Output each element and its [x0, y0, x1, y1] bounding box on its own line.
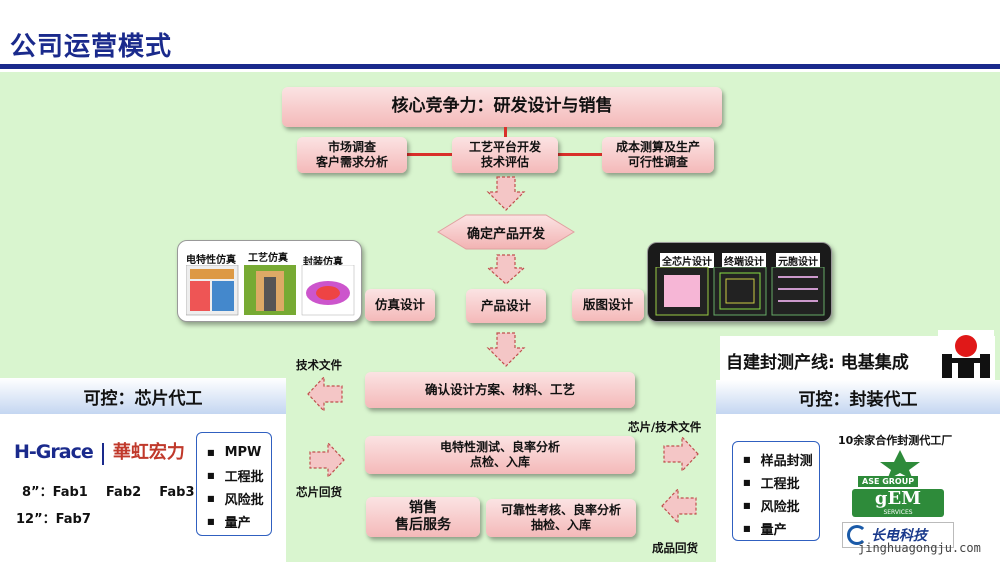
cost-box: 成本测算及生产 可行性调查 [602, 137, 714, 173]
cost-line-1: 成本测算及生产 [615, 140, 700, 154]
product-design-label: 产品设计 [480, 298, 531, 314]
hgrace-logo-en: H-Grace [14, 441, 94, 463]
left-panel-title: 可控：芯片代工 [0, 378, 286, 414]
right-stage-list: 样品封测 工程批 风险批 量产 [732, 441, 820, 541]
hgrace-logo-cn: 華虹宏力 [112, 442, 185, 463]
reliability-box: 可靠性考核、良率分析 抽检、入库 [486, 499, 636, 537]
left-stage-item: 工程批 [207, 464, 271, 487]
jcet-swirl-icon [847, 525, 867, 545]
partner-count-text: 10余家合作封测代工厂 [838, 434, 953, 447]
layout-caption-cell: 元胞设计 [776, 253, 820, 268]
test-box: 电特性测试、良率分析 点检、入库 [365, 436, 635, 474]
core-label: 核心竞争力：研发设计与销售 [391, 96, 613, 117]
gem-logo-sub: SERVICES [883, 509, 913, 516]
layout-design-label: 版图设计 [582, 297, 633, 313]
page-title: 公司运营模式 [10, 32, 173, 62]
chip-return-right-arrow [309, 441, 345, 479]
sim-caption-package: 封装仿真 [303, 257, 343, 268]
core-box: 核心竞争力：研发设计与销售 [282, 87, 722, 127]
layout-card: 全芯片设计 终端设计 元胞设计 [647, 242, 832, 322]
left-stage-list: MPW 工程批 风险批 量产 [196, 432, 272, 536]
tech-doc-left-arrow [307, 375, 343, 413]
layout-design-box: 版图设计 [572, 289, 644, 321]
market-line-1: 市场调查 [327, 140, 376, 154]
product-return-label: 成品回货 [652, 541, 698, 555]
confirm-dev-diamond [437, 214, 575, 250]
left-stage-item: MPW [207, 441, 271, 464]
sim-design-box: 仿真设计 [365, 289, 435, 321]
market-line-2: 客户需求分析 [315, 155, 388, 169]
sales-line-1: 销售 [409, 499, 437, 516]
company-logo-icon [938, 330, 994, 380]
sim-caption-process: 工艺仿真 [248, 253, 288, 264]
hgrace-logo: H-Grace 華虹宏力 [14, 438, 189, 468]
reliability-line-1: 可靠性考核、良率分析 [500, 503, 621, 517]
right-stage-item: 工程批 [743, 471, 819, 494]
sim-design-label: 仿真设计 [374, 297, 425, 313]
sim-caption-electrical: 电特性仿真 [186, 255, 236, 266]
simulation-thumbnails [186, 265, 355, 316]
chip-tech-doc-label: 芯片/技术文件 [628, 420, 702, 434]
layout-caption-full: 全芯片设计 [660, 253, 714, 268]
confirm-dev-label: 确定产品开发 [466, 227, 545, 242]
product-design-box: 产品设计 [466, 289, 546, 323]
confirm-plan-label: 确认设计方案、材料、工艺 [424, 382, 575, 398]
fab-12inch: 12”：Fab7 [16, 512, 91, 527]
left-stage-item: 风险批 [207, 487, 271, 510]
sales-box: 销售 售后服务 [366, 497, 480, 537]
simulation-card: 电特性仿真 工艺仿真 封装仿真 [177, 240, 362, 322]
tech-doc-label: 技术文件 [296, 358, 342, 372]
core-to-platform-line [504, 127, 507, 137]
down-arrow-3 [486, 332, 526, 367]
product-return-left-arrow [661, 487, 697, 525]
jcet-logo-text: 长电科技 [871, 528, 927, 544]
hgrace-logo-divider [101, 442, 104, 465]
cost-line-2: 可行性调查 [627, 155, 688, 169]
reliability-line-2: 抽检、入库 [530, 518, 591, 532]
left-stage-item: 量产 [207, 510, 271, 533]
title-rule [0, 64, 1000, 69]
chip-return-label: 芯片回货 [296, 485, 342, 499]
down-arrow-2 [486, 254, 526, 285]
platform-line-1: 工艺平台开发 [468, 140, 541, 154]
layout-caption-edge: 终端设计 [722, 253, 766, 268]
market-box: 市场调查 客户需求分析 [297, 137, 407, 173]
jcet-logo: 长电科技 [842, 522, 954, 548]
platform-box: 工艺平台开发 技术评估 [452, 137, 558, 173]
gem-logo-text: gEM [874, 488, 922, 509]
right-stage-item: 量产 [743, 517, 819, 540]
right-stage-item: 风险批 [743, 494, 819, 517]
fab-8inch: 8”：Fab1 Fab2 Fab3 [22, 485, 195, 500]
chip-tech-doc-right-arrow [663, 435, 699, 473]
right-panel-title: 可控：封装代工 [716, 380, 1000, 414]
right-stage-item: 样品封测 [743, 448, 819, 471]
watermark: jinghuagongju.com [858, 541, 981, 555]
ase-logo-text: ASE GROUP [858, 476, 919, 487]
brand-title: 自建封测产线: 电基集成 [726, 353, 909, 373]
layout-thumbnails [655, 267, 825, 316]
platform-line-2: 技术评估 [480, 155, 529, 169]
sales-line-2: 售后服务 [395, 517, 451, 533]
test-line-1: 电特性测试、良率分析 [439, 440, 560, 454]
confirm-plan-box: 确认设计方案、材料、工艺 [365, 372, 635, 408]
gem-logo: gEM SERVICES [852, 489, 944, 517]
down-arrow-1 [486, 176, 526, 211]
ase-logo-icon [880, 450, 920, 480]
test-line-2: 点检、入库 [469, 455, 530, 469]
